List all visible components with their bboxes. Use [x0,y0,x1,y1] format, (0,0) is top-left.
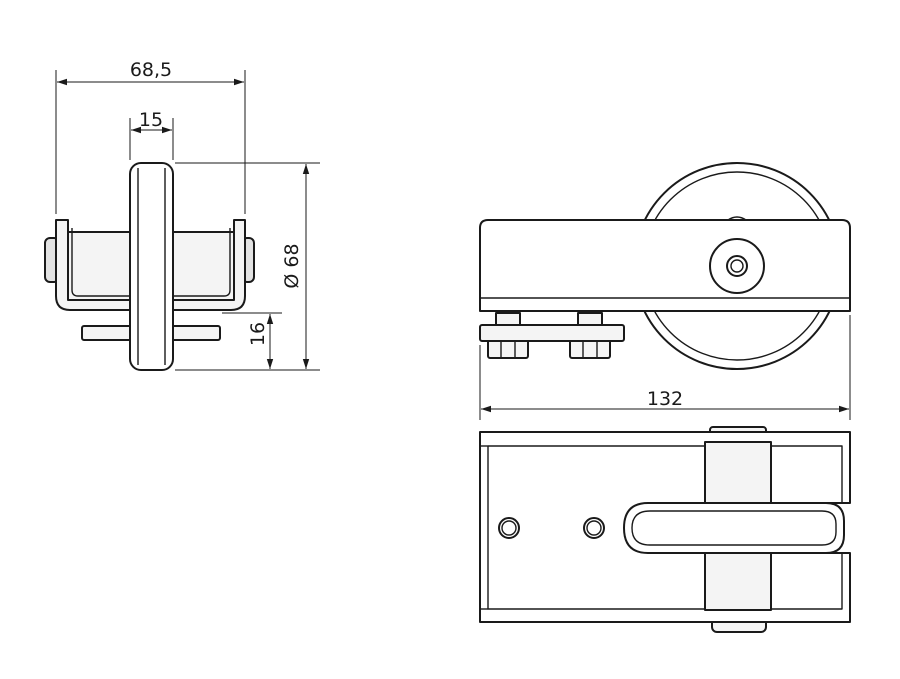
top-body-inner-upper [488,445,843,503]
front-dimensions: 132 [479,315,851,420]
side-view [44,162,255,371]
top-wheel-inner [631,510,837,546]
top-axle-upper [704,441,772,511]
front-hub-inner [726,255,748,277]
front-view [479,162,851,370]
dim-wheel-width: 15 [139,109,163,131]
front-housing [479,219,851,312]
top-body-inner-lower [487,446,843,610]
front-lower-plate [479,324,625,342]
dim-wheel-diameter: Ø 68 [281,243,303,288]
side-dimensions: 68,5 15 Ø 68 16 [55,59,320,371]
dim-offset-height: 16 [247,322,269,346]
top-view [479,426,851,633]
front-nut-right [569,339,611,359]
front-hub-top [727,216,747,221]
dim-total-length: 132 [647,388,683,410]
top-axle-lower [704,545,772,611]
side-wheel [129,162,174,371]
top-wheel [623,502,845,554]
dim-overall-width: 68,5 [130,59,172,81]
front-nut-left [487,339,529,359]
